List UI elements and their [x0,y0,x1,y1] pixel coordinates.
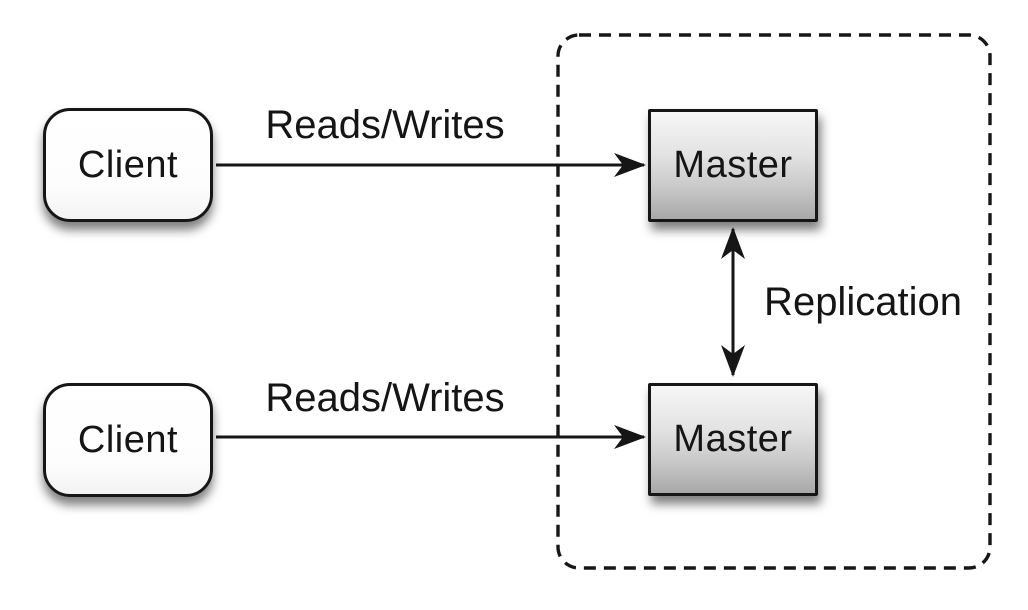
master-group-dashed-boundary [556,33,992,570]
master-node-top-label: Master [673,144,793,186]
master-node-top: Master [648,109,818,222]
reads-writes-label-top: Reads/Writes [265,103,505,147]
client-node-top: Client [43,108,213,222]
replication-label: Replication [764,280,962,324]
client-node-bottom: Client [43,383,213,497]
reads-writes-label-bottom: Reads/Writes [265,376,505,420]
master-node-bottom: Master [648,383,818,496]
client-node-bottom-label: Client [77,418,179,461]
master-node-bottom-label: Master [673,418,793,460]
client-node-top-label: Client [77,143,179,186]
